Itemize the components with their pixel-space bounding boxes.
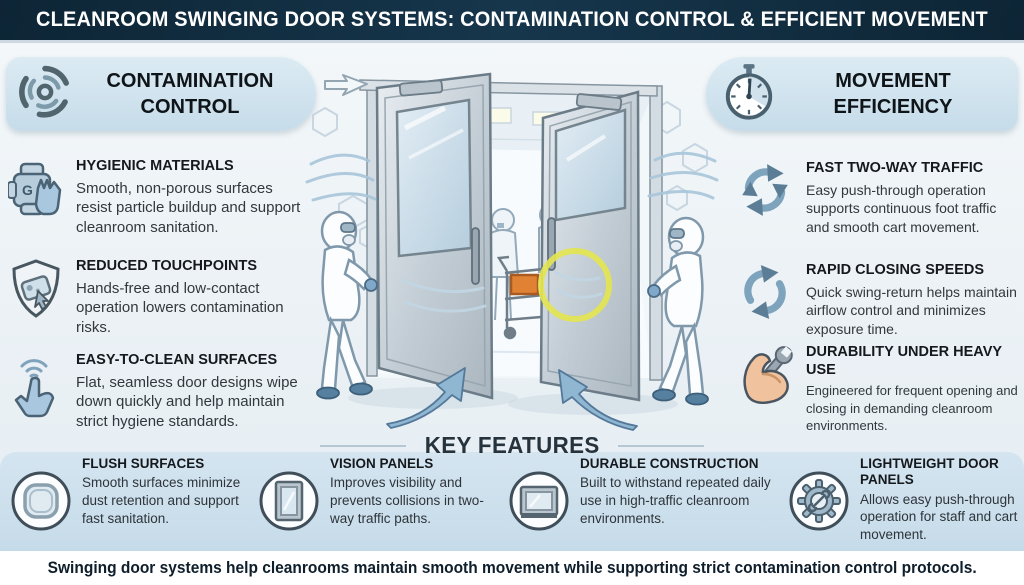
cart-box xyxy=(509,273,540,296)
rapid-cycle-arrows-icon xyxy=(736,262,794,327)
item-title: DURABILITY UNDER HEAVY USE xyxy=(806,344,1002,378)
list-item-hygienic-materials: G HYGIENIC MATERIALS Smooth, non-porous … xyxy=(7,158,310,238)
feature-title: LIGHTWEIGHT DOOR PANELS xyxy=(860,456,999,488)
item-title: HYGIENIC MATERIALS xyxy=(76,158,234,174)
highlight-circle xyxy=(538,248,612,322)
vision-panel-right xyxy=(554,108,627,222)
swirl-icon xyxy=(16,63,74,126)
item-desc: Hands-free and low-contact operation low… xyxy=(76,279,284,337)
door-closer-left xyxy=(398,79,444,97)
swing-arrow-left xyxy=(386,367,466,429)
swing-arrow-top xyxy=(324,74,368,96)
swinging-door-illustration xyxy=(305,72,719,431)
stopwatch-icon xyxy=(720,63,778,126)
feature-desc: Built to withstand repeated daily use in… xyxy=(580,475,771,526)
feature-title: DURABLE CONSTRUCTION xyxy=(580,456,759,471)
touch-hand-icon xyxy=(8,352,64,423)
svg-text:G: G xyxy=(22,182,33,198)
item-title: EASY-TO-CLEAN SURFACES xyxy=(76,352,278,368)
list-item-easy-to-clean: EASY-TO-CLEAN SURFACES Flat, seamless do… xyxy=(8,352,316,432)
title-banner: CLEANROOM SWINGING DOOR SYSTEMS: CONTAMI… xyxy=(0,0,1024,43)
swing-arrow-right xyxy=(558,369,638,431)
item-desc: Smooth, non-porous surfaces resist parti… xyxy=(76,179,301,237)
vision-panel-icon xyxy=(258,470,320,537)
two-way-cycle-arrows-icon xyxy=(736,160,794,225)
durable-panel-icon xyxy=(508,470,570,537)
muscle-wrench-icon xyxy=(736,344,794,413)
list-item-durability: DURABILITY UNDER HEAVY USE Engineered fo… xyxy=(736,344,1018,434)
door-right xyxy=(539,90,641,402)
list-item-reduced-touchpoints: REDUCED TOUCHPOINTS Hands-free and low-c… xyxy=(8,258,310,338)
feature-flush-surfaces: FLUSH SURFACES Smooth surfaces minimize … xyxy=(10,456,252,537)
movement-efficiency-header: MOVEMENT EFFICIENCY xyxy=(706,57,1018,131)
feature-desc: Allows easy push-through operation for s… xyxy=(860,491,1018,543)
movement-efficiency-title: MOVEMENT EFFICIENCY xyxy=(833,69,953,118)
item-title: REDUCED TOUCHPOINTS xyxy=(76,258,257,274)
feature-desc: Improves visibility and prevents collisi… xyxy=(330,475,484,526)
key-features-title: KEY FEATURES xyxy=(424,432,600,458)
airflow-lines xyxy=(305,151,719,313)
contamination-control-header: CONTAMINATION CONTROL xyxy=(6,57,316,131)
contamination-control-title: CONTAMINATION CONTROL xyxy=(106,69,274,118)
page-title: CLEANROOM SWINGING DOOR SYSTEMS: CONTAMI… xyxy=(36,8,988,31)
item-desc: Quick swing-return helps maintain airflo… xyxy=(806,283,1017,337)
shield-wipe-icon xyxy=(8,258,64,325)
worker-left xyxy=(316,210,378,400)
feature-durable-construction: DURABLE CONSTRUCTION Built to withstand … xyxy=(508,456,784,537)
feature-desc: Smooth surfaces minimize dust retention … xyxy=(82,475,241,526)
gear-icon xyxy=(788,470,850,544)
list-item-fast-two-way-traffic: FAST TWO-WAY TRAFFIC Easy push-through o… xyxy=(736,160,1018,236)
item-desc: Easy push-through operation supports con… xyxy=(806,181,997,235)
item-desc: Engineered for frequent opening and clos… xyxy=(806,383,1018,433)
feature-title: VISION PANELS xyxy=(330,456,434,471)
flush-surface-icon xyxy=(10,470,72,537)
door-closer-right xyxy=(575,93,623,111)
feature-title: FLUSH SURFACES xyxy=(82,456,205,471)
vision-panel-left xyxy=(395,98,473,258)
item-title: FAST TWO-WAY TRAFFIC xyxy=(806,160,984,176)
key-features-heading: KEY FEATURES xyxy=(0,432,1024,459)
item-title: RAPID CLOSING SPEEDS xyxy=(806,262,985,278)
door-handle-left xyxy=(471,227,480,285)
sanitizer-hand-icon: G xyxy=(7,158,64,225)
footer-bar: Swinging door systems help cleanrooms ma… xyxy=(0,551,1024,585)
item-desc: Flat, seamless door designs wipe down qu… xyxy=(76,373,298,431)
footer-text: Swinging door systems help cleanrooms ma… xyxy=(47,558,977,577)
door-left xyxy=(375,72,494,400)
list-item-rapid-closing-speeds: RAPID CLOSING SPEEDS Quick swing-return … xyxy=(736,262,1018,338)
feature-lightweight-panels: LIGHTWEIGHT DOOR PANELS Allows easy push… xyxy=(788,456,1020,544)
feature-vision-panels: VISION PANELS Improves visibility and pr… xyxy=(258,456,490,537)
